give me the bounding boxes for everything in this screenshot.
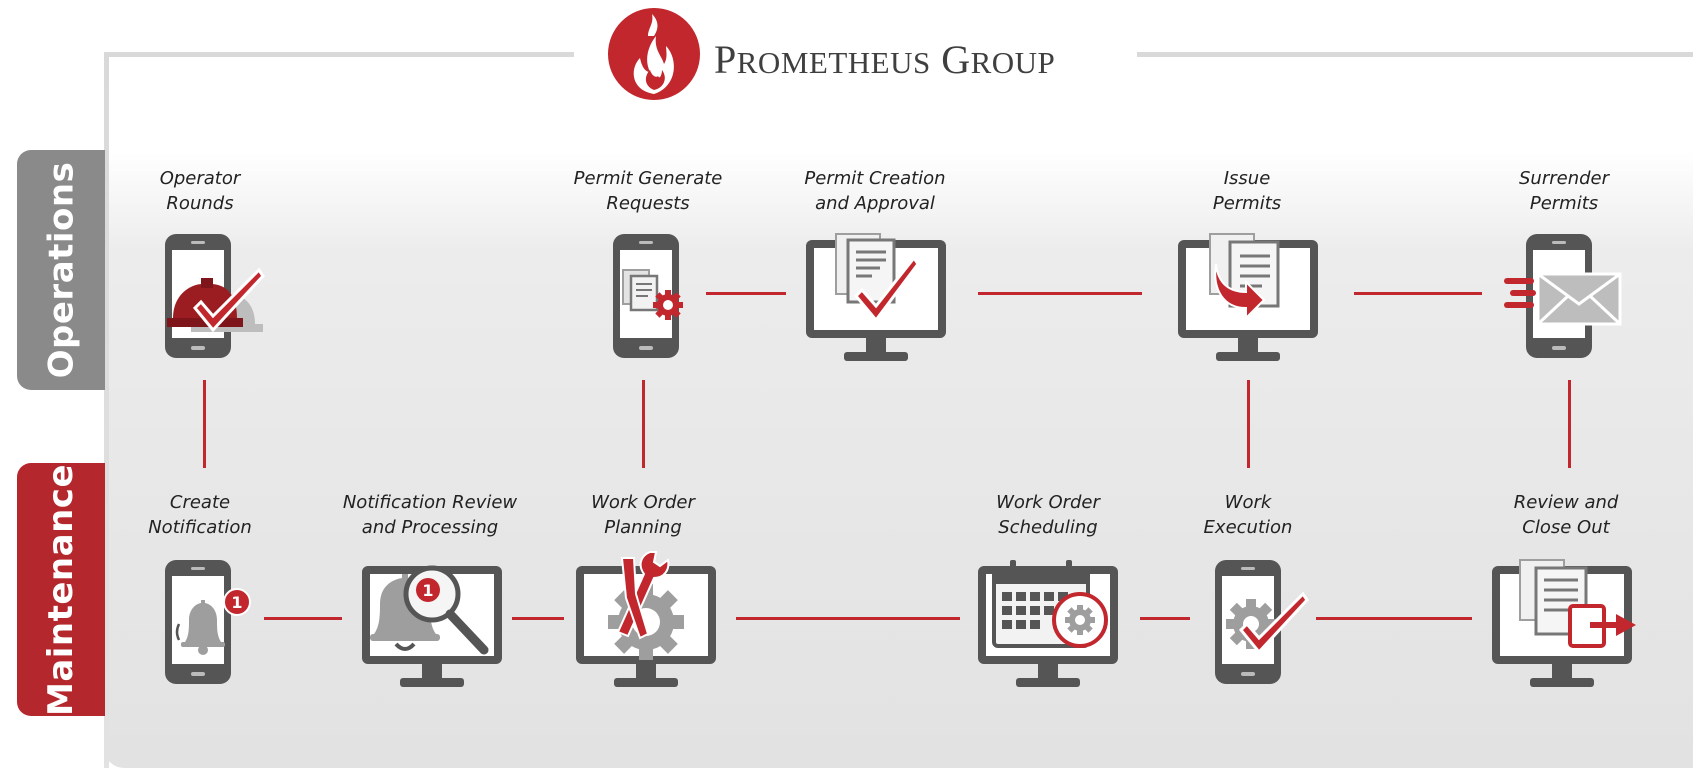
- frame-left: [104, 52, 109, 768]
- node-work-order-planning: [574, 548, 718, 697]
- node-label-work-order-scheduling: Work Order Scheduling: [996, 492, 1100, 538]
- gear-tools-icon: [576, 551, 716, 687]
- connector: [642, 380, 645, 468]
- lane-label-operations: Operations: [41, 161, 82, 379]
- connector: [736, 617, 960, 620]
- node-surrender-permits: [1502, 232, 1624, 365]
- node-label-work-order-planning: Work Order Planning: [591, 492, 695, 538]
- node-label-review-close-out: Review and Close Out: [1513, 492, 1619, 538]
- calendar-gear-icon: [978, 560, 1118, 687]
- connector: [203, 380, 206, 468]
- node-label-issue-permits: Issue Permits: [1212, 168, 1282, 214]
- node-operator-rounds: [163, 232, 269, 365]
- hardhat-check-icon: [165, 234, 265, 358]
- connector: [1568, 380, 1571, 468]
- diagram-panel: [104, 52, 1693, 768]
- lane-tab-operations: Operations: [17, 150, 105, 390]
- bell-magnifier-icon: 1: [362, 565, 502, 687]
- documents-check-icon: [806, 233, 946, 361]
- node-work-order-scheduling: [976, 556, 1120, 697]
- connector: [1140, 617, 1190, 620]
- bell-notification-icon: 1: [165, 560, 251, 684]
- connector: [1354, 292, 1482, 295]
- node-permit-creation-approval: [804, 230, 948, 371]
- documents-arrow-icon: [1178, 233, 1318, 361]
- lane-label-maintenance: Maintenance: [41, 463, 81, 716]
- svg-text:1: 1: [422, 581, 433, 600]
- svg-text:1: 1: [231, 593, 242, 612]
- connector: [1316, 617, 1472, 620]
- node-label-notification-review: Notification Review and Processing: [342, 492, 518, 538]
- node-review-close-out: [1490, 556, 1640, 697]
- documents-exit-icon: [1492, 559, 1636, 687]
- frame-top-left: [104, 52, 574, 57]
- node-work-execution: [1213, 558, 1313, 691]
- node-permit-generate-requests: [611, 232, 687, 365]
- frame-top-right: [1137, 52, 1693, 57]
- connector: [1247, 380, 1250, 468]
- node-label-operator-rounds: Operator Rounds: [159, 168, 241, 214]
- brand-name: PROMETHEUS GROUP: [714, 37, 1056, 82]
- connector: [706, 292, 786, 295]
- node-label-create-notification: Create Notification: [148, 492, 252, 538]
- gear-check-icon: [1215, 560, 1309, 684]
- connector: [512, 617, 564, 620]
- connector: [264, 617, 342, 620]
- node-label-surrender-permits: Surrender Permits: [1518, 168, 1610, 214]
- lane-tab-maintenance: Maintenance: [17, 463, 105, 716]
- node-create-notification: 1: [163, 558, 253, 691]
- envelope-send-icon: [1504, 234, 1622, 358]
- documents-gear-icon: [613, 234, 683, 358]
- node-label-permit-generate-requests: Permit Generate Requests: [573, 168, 723, 214]
- node-notification-review: 1: [360, 556, 504, 697]
- node-label-permit-creation-approval: Permit Creation and Approval: [804, 168, 946, 214]
- connector: [978, 292, 1142, 295]
- node-issue-permits: [1176, 230, 1320, 371]
- flame-logo-icon: [608, 8, 700, 100]
- node-label-work-execution: Work Execution: [1203, 492, 1293, 538]
